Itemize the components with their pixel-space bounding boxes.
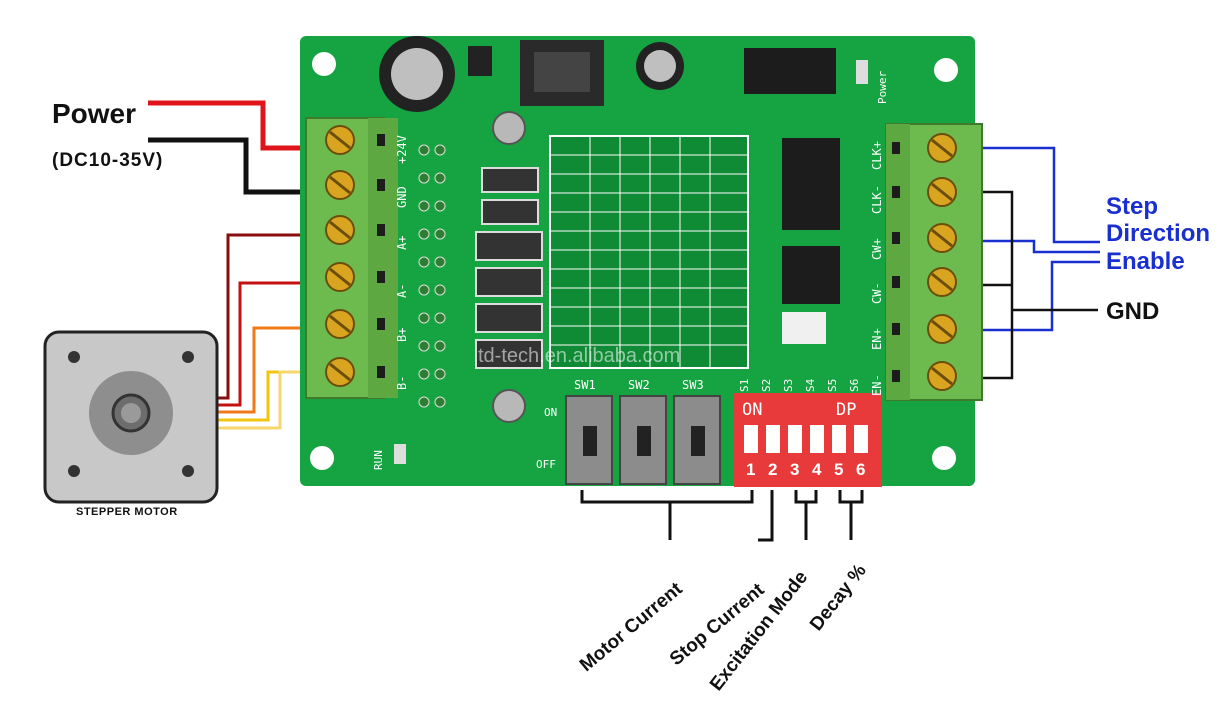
terminal-label-cw-minus: CW-	[870, 282, 884, 304]
s-label-2: S2	[760, 378, 773, 392]
terminal-label-a-plus: A+	[395, 235, 409, 250]
pcb-board	[300, 36, 975, 486]
terminal-label-a-minus: A-	[395, 283, 409, 298]
dip-number-2: 2	[768, 460, 778, 479]
dip-brand-label: DP	[836, 400, 857, 420]
power-label: Power	[52, 98, 137, 129]
run-led-label: RUN	[372, 450, 385, 470]
s-label-6: S6	[848, 378, 861, 392]
dip-on-label: ON	[742, 400, 763, 420]
gnd-label: GND	[1106, 298, 1160, 325]
stepper-motor	[43, 330, 219, 504]
terminal-label-b-minus: B-	[395, 375, 409, 390]
power-led-label: Power	[876, 70, 889, 104]
motor-wires	[218, 233, 300, 430]
s-label-4: S4	[804, 378, 817, 392]
step-label: Step	[1106, 193, 1159, 220]
terminal-label-clk-minus: CLK-	[870, 185, 884, 214]
stepper-motor-label: STEPPER MOTOR	[76, 506, 178, 518]
switch-label-sw3: SW3	[682, 378, 704, 392]
terminal-label-en-plus: EN+	[870, 328, 884, 350]
signal-wires	[982, 146, 1100, 380]
dip-number-3: 3	[790, 460, 800, 479]
power-range-label: (DC10-35V)	[52, 150, 164, 171]
terminal-label-b-plus: B+	[395, 327, 409, 342]
terminal-label-clk-plus: CLK+	[870, 141, 884, 170]
enable-label: Enable	[1106, 248, 1185, 275]
terminal-label-cw-plus: CW+	[870, 238, 884, 260]
power-wires	[148, 100, 308, 195]
dip-number-1: 1	[746, 460, 756, 479]
s-label-3: S3	[782, 378, 795, 392]
switch-off-label: OFF	[536, 458, 556, 471]
dip-number-4: 4	[812, 460, 822, 479]
switch-label-sw2: SW2	[628, 378, 650, 392]
terminal-label-gnd: GND	[395, 186, 409, 208]
dip-switch	[734, 393, 882, 487]
s-label-5: S5	[826, 378, 839, 392]
left-terminal-block	[305, 117, 398, 399]
slide-switches	[565, 395, 721, 485]
dip-number-5: 5	[834, 460, 844, 479]
terminal-label-24v: +24V	[395, 135, 409, 164]
direction-label: Direction	[1106, 220, 1211, 247]
watermark: td-tech.en.alibaba.com	[478, 345, 681, 367]
bottom-brackets	[580, 490, 864, 542]
right-terminal-block	[885, 123, 983, 401]
switch-label-sw1: SW1	[574, 378, 596, 392]
dip-number-6: 6	[856, 460, 866, 479]
terminal-label-en-minus: EN-	[870, 374, 884, 396]
s-label-1: S1	[738, 378, 751, 392]
switch-on-label: ON	[544, 406, 558, 419]
